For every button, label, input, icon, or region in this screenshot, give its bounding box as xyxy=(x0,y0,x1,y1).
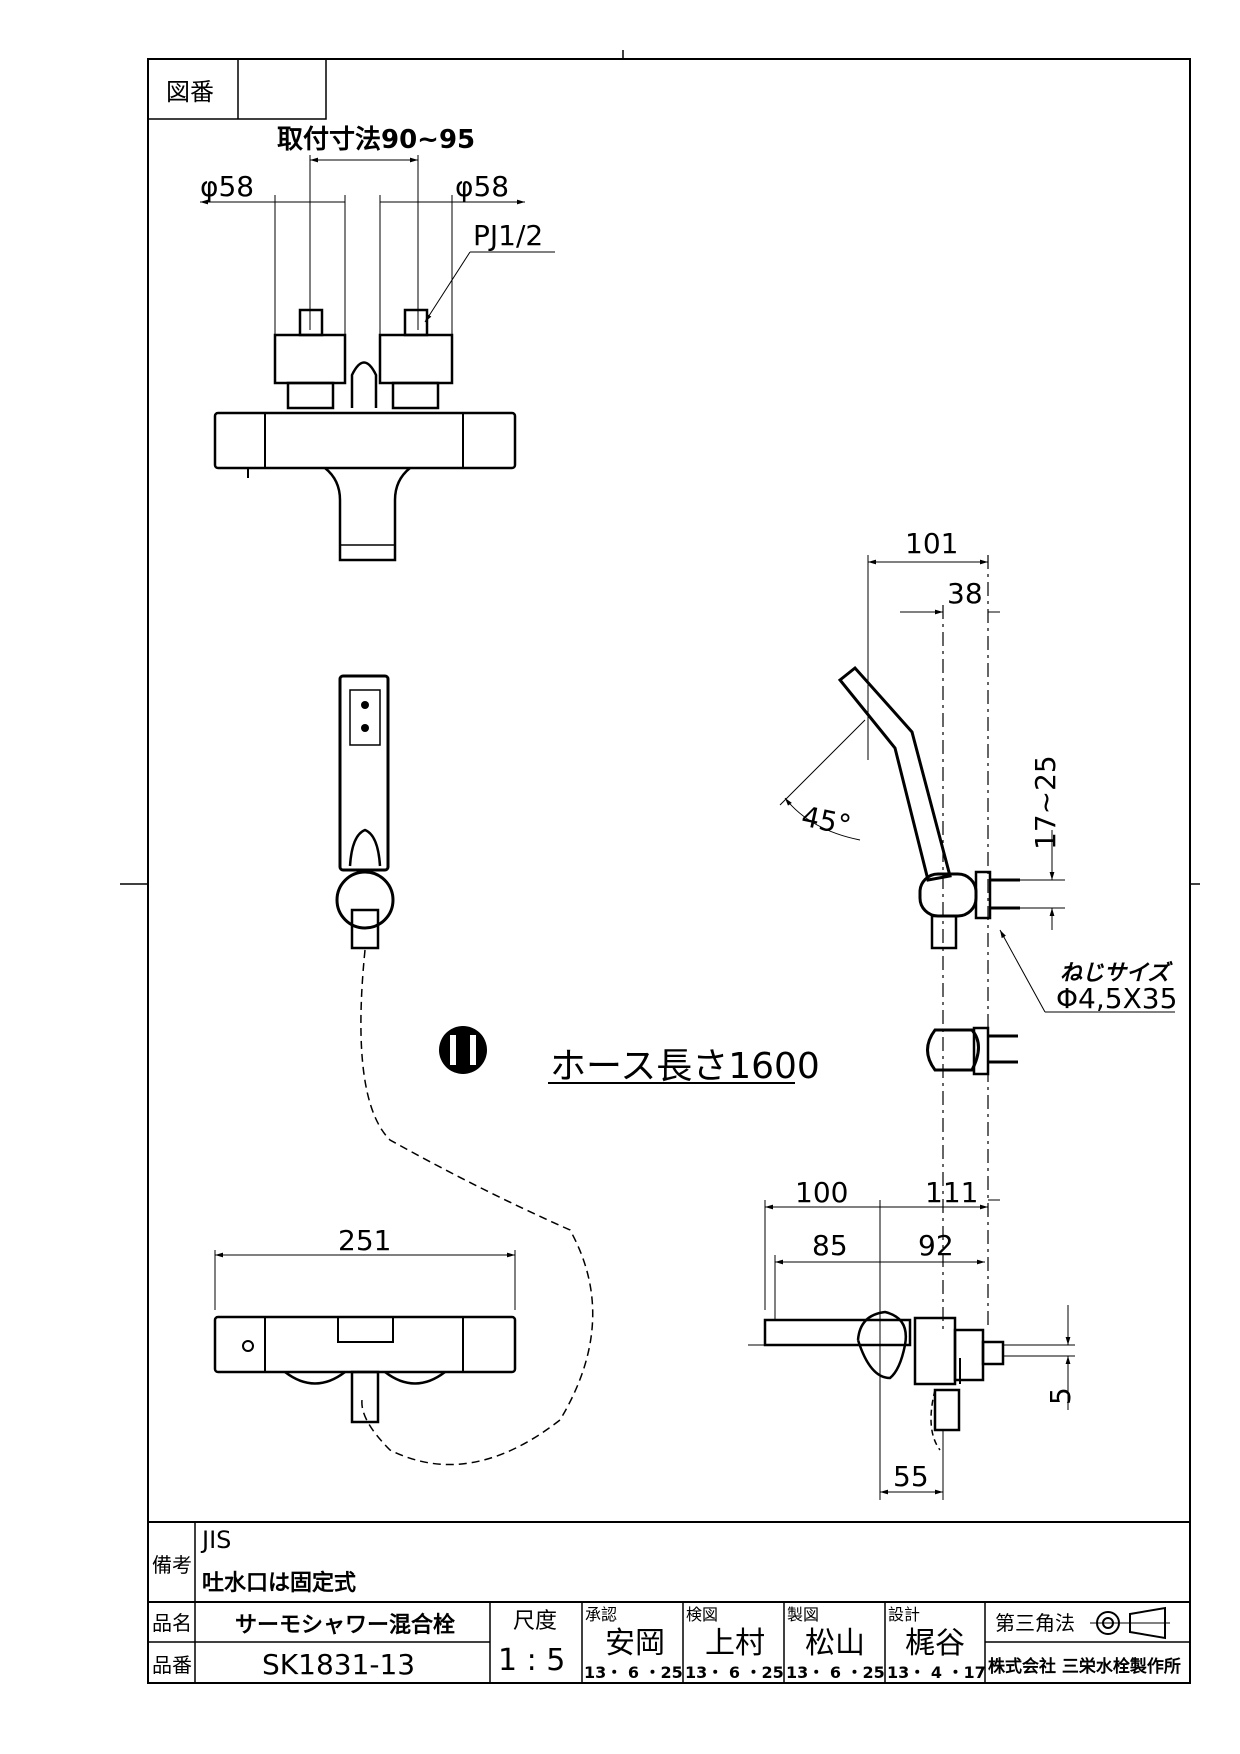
dia-left-dimension: φ58 xyxy=(200,170,254,203)
approved-label: 承認 xyxy=(585,1605,617,1624)
top-view xyxy=(200,155,555,562)
product-name-label: 品名 xyxy=(152,1611,192,1635)
drawing-frame xyxy=(120,50,1200,1684)
notes-label: 備考 xyxy=(152,1553,192,1577)
dia-right-dimension: φ58 xyxy=(455,170,509,203)
notes-line-2: 吐水口は固定式 xyxy=(202,1570,356,1596)
mount-dimension: 取付寸法90~95 xyxy=(277,125,475,155)
drawn-label: 製図 xyxy=(787,1605,819,1624)
dim-100: 100 xyxy=(795,1176,848,1209)
dim-111: 111 xyxy=(925,1176,978,1209)
checked-name: 上村 xyxy=(705,1626,765,1661)
dim-85: 85 xyxy=(812,1229,848,1262)
drawn-date: 13・ 6 ・25 xyxy=(786,1663,885,1682)
scale-label: 尺度 xyxy=(513,1609,557,1634)
design-date: 13・ 4 ・17 xyxy=(887,1663,986,1682)
hose-path xyxy=(360,949,594,1466)
design-name: 梶谷 xyxy=(905,1626,965,1661)
design-label: 設計 xyxy=(888,1605,920,1624)
notes-line-1: JIS xyxy=(200,1526,231,1554)
title-block xyxy=(148,1602,1190,1683)
checked-date: 13・ 6 ・25 xyxy=(685,1663,784,1682)
front-view xyxy=(213,1250,517,1424)
product-number-label: 品番 xyxy=(152,1653,192,1677)
notes-block xyxy=(148,1521,1190,1603)
screw-size-value: Φ4,5X35 xyxy=(1056,982,1177,1015)
checked-label: 検図 xyxy=(686,1605,718,1624)
side-view xyxy=(779,555,1175,1330)
dim-92: 92 xyxy=(918,1229,954,1262)
dim-55: 55 xyxy=(893,1460,929,1493)
dim-38: 38 xyxy=(947,577,983,610)
third-angle-projection-icon xyxy=(1090,1606,1170,1640)
dim-101: 101 xyxy=(905,527,958,560)
dim-251: 251 xyxy=(338,1224,391,1257)
thread-dimension: PJ1/2 xyxy=(473,219,543,252)
drawn-name: 松山 xyxy=(805,1626,865,1661)
projection-label: 第三角法 xyxy=(995,1611,1075,1635)
company-name: 株式会社 三栄水栓製作所 xyxy=(988,1656,1181,1677)
approved-name: 安岡 xyxy=(605,1626,665,1661)
hand-shower xyxy=(335,674,395,950)
product-number-value: SK1831-13 xyxy=(262,1648,415,1681)
drawing-number-label: 図番 xyxy=(166,78,214,106)
scale-value: 1 : 5 xyxy=(498,1643,565,1678)
dim-5: 5 xyxy=(1044,1387,1077,1405)
screw-size-label: ねじサイズ xyxy=(1060,960,1173,986)
right-view xyxy=(748,1199,1075,1500)
hose-length-label: ホース長さ1600 xyxy=(550,1046,820,1087)
hose-holder-icon xyxy=(439,1026,487,1074)
product-name-value: サーモシャワー混合栓 xyxy=(235,1612,455,1638)
angle-45: 45° xyxy=(799,800,854,843)
approved-date: 13・ 6 ・25 xyxy=(584,1663,683,1682)
dim-17-25: 17~25 xyxy=(1029,755,1062,850)
